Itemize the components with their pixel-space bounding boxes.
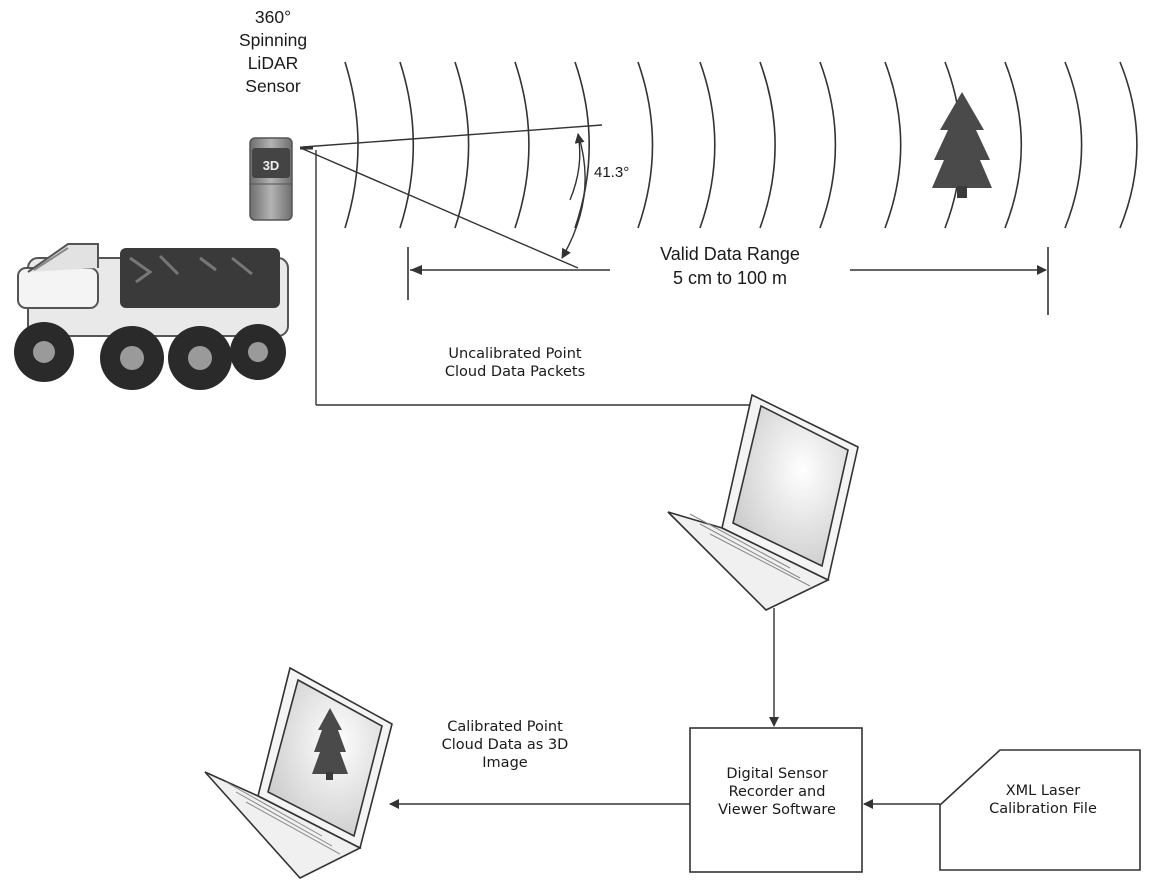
wave-arc (574, 61, 590, 229)
sensor-title: 360° Spinning LiDAR Sensor (238, 7, 308, 97)
lidar-sensor-icon: 3D (249, 137, 293, 221)
angle-arc (561, 133, 586, 259)
field-of-view-angle: 41.3° (594, 164, 630, 181)
calibrated-data-label: Calibrated Point Cloud Data as 3D Image (441, 719, 569, 772)
beam-lines (300, 124, 603, 269)
tree-target-icon (932, 92, 992, 198)
viewer-laptop-icon (204, 666, 393, 879)
wave-arc (884, 61, 902, 229)
wave-arc (399, 61, 415, 229)
wave-arc (1004, 61, 1023, 229)
signal-waves (344, 61, 1138, 229)
svg-text:3D: 3D (263, 158, 280, 173)
wave-arc (514, 61, 530, 229)
recording-laptop-icon (667, 393, 859, 611)
software-box (689, 727, 863, 873)
range-dimension (407, 247, 1049, 315)
vehicle-image (14, 243, 289, 390)
uncalibrated-data-path (315, 150, 752, 406)
valid-range-label: Valid Data Range 5 cm to 100 m (610, 242, 850, 291)
wave-arc (1064, 61, 1083, 229)
wave-arc (454, 61, 470, 229)
software-label: Digital Sensor Recorder and Viewer Softw… (718, 766, 836, 819)
uncalibrated-data-label: Uncalibrated Point Cloud Data Packets (444, 346, 586, 381)
wave-arc (637, 61, 654, 229)
calibration-file-shape (939, 749, 1141, 871)
wave-arc (819, 61, 837, 229)
wave-arc (759, 61, 776, 229)
wave-arc (699, 61, 716, 229)
wave-arc (344, 61, 359, 229)
wave-arc (1119, 61, 1138, 229)
calibration-file-label: XML Laser Calibration File (989, 783, 1097, 818)
